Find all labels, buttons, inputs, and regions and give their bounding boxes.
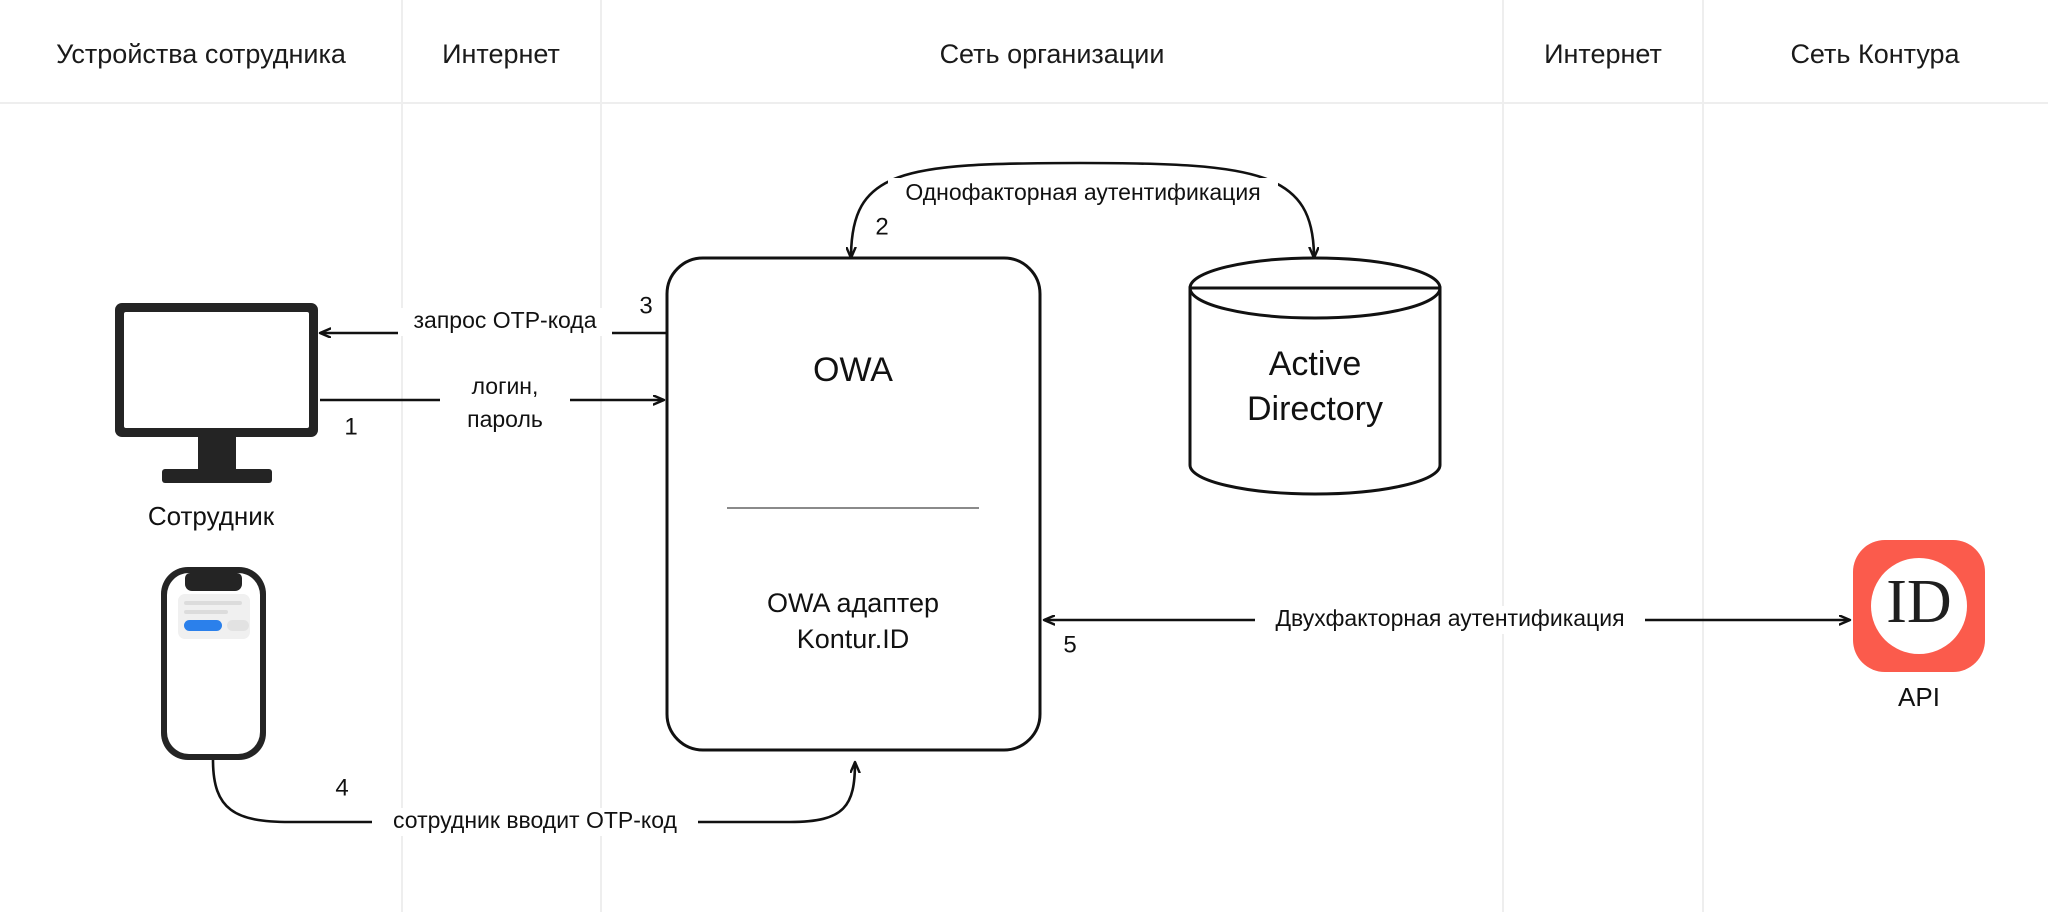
kontur-id-badge-letters: ID	[1886, 568, 1951, 636]
employee-monitor-caption: Сотрудник	[148, 501, 275, 531]
edge-single-factor-auth-number: 2	[875, 213, 888, 240]
edge-employee-enters-otp-path	[211, 759, 855, 824]
node-owa[interactable]: OWA OWA адаптер Kontur.ID	[665, 256, 1042, 752]
edge-otp-request-label: запрос OTP-кода	[413, 307, 596, 333]
edge-otp-request-label-bg	[398, 308, 612, 336]
phone-notch	[185, 573, 242, 591]
edge-employee-enters-otp: сотрудник вводит OTP-код 4	[211, 759, 855, 836]
owa-box	[665, 256, 1042, 752]
edge-single-factor-auth-label-bg	[888, 178, 1278, 208]
active-directory-title-line2: Directory	[1247, 390, 1383, 428]
node-kontur-id-api[interactable]: ID API	[1853, 540, 1985, 712]
lane-label-internet-right: Интернет	[1544, 39, 1662, 69]
edge-login-password-label-line1: логин,	[472, 373, 539, 399]
edge-otp-request-number: 3	[639, 292, 652, 319]
kontur-id-badge-circle	[1871, 558, 1967, 654]
phone-text-line-2	[184, 610, 228, 614]
monitor-stand-neck	[198, 437, 236, 472]
owa-title: OWA	[813, 351, 893, 389]
edge-two-factor-auth-number: 5	[1063, 631, 1076, 658]
edge-employee-enters-otp-label-bg	[372, 808, 698, 836]
phone-secondary-button[interactable]	[227, 620, 249, 631]
phone-primary-button[interactable]	[184, 620, 222, 631]
node-employee-phone[interactable]	[161, 567, 266, 760]
phone-text-line-1	[184, 601, 242, 605]
phone-notification-card	[178, 594, 250, 639]
edge-employee-enters-otp-label: сотрудник вводит OTP-код	[393, 807, 677, 833]
lane-label-internet-left: Интернет	[442, 39, 560, 69]
edge-login-password: логин, пароль 1	[320, 373, 664, 440]
node-employee-monitor[interactable]: Сотрудник	[115, 303, 318, 531]
edge-login-password-label-bg-1	[440, 374, 570, 402]
lane-label-kontur-network: Сеть Контура	[1790, 39, 1960, 69]
edge-employee-enters-otp-number: 4	[335, 774, 348, 801]
edge-login-password-number: 1	[344, 413, 357, 440]
owa-adapter-label-line2: Kontur.ID	[797, 624, 910, 654]
lane-label-employee-devices: Устройства сотрудника	[56, 39, 347, 69]
phone-screen-content	[178, 573, 250, 639]
active-directory-title-line1: Active	[1269, 345, 1362, 383]
edge-login-password-label-line2: пароль	[467, 406, 543, 432]
edge-single-factor-auth-path	[851, 161, 1314, 258]
edge-two-factor-auth-label-bg	[1255, 606, 1645, 634]
lane-label-org-network: Сеть организации	[940, 39, 1165, 69]
node-active-directory[interactable]: Active Directory	[1188, 256, 1442, 496]
monitor-stand-base	[162, 469, 272, 483]
monitor-screen	[124, 312, 309, 428]
kontur-id-api-caption: API	[1898, 682, 1940, 712]
edge-two-factor-auth: Двухфакторная аутентификация 5	[1044, 605, 1850, 658]
owa-adapter-label-line1: OWA адаптер	[767, 588, 939, 618]
edge-single-factor-auth: Однофакторная аутентификация 2	[851, 161, 1314, 258]
edge-single-factor-auth-label: Однофакторная аутентификация	[905, 179, 1260, 205]
active-directory-cylinder-top	[1188, 256, 1442, 320]
edge-otp-request: запрос OTP-кода 3	[320, 292, 666, 336]
edge-two-factor-auth-label: Двухфакторная аутентификация	[1275, 605, 1624, 631]
active-directory-cylinder-body	[1188, 286, 1442, 496]
